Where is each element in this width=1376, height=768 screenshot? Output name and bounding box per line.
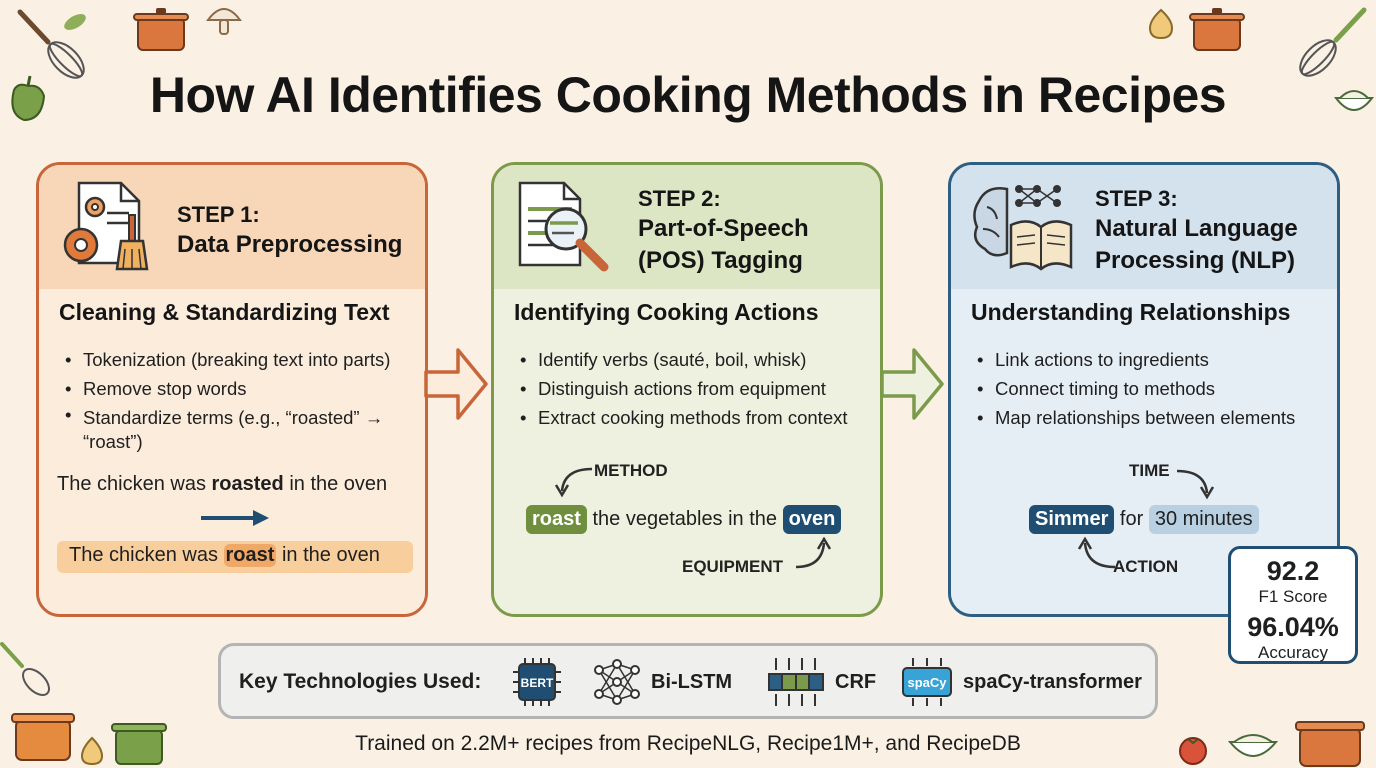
rice-bowl-icon <box>1333 90 1375 111</box>
list-item: Extract cooking methods from context <box>516 403 868 432</box>
step-2-name-line2: (POS) Tagging <box>638 247 803 274</box>
step-3-number: STEP 3: <box>1095 186 1178 211</box>
example-highlight: roasted <box>211 473 284 495</box>
list-item: Identify verbs (sauté, boil, whisk) <box>516 345 868 374</box>
step-1-bullets: Tokenization (breaking text into parts) … <box>61 345 413 454</box>
step-2-header: STEP 2: Part-of-Speech (POS) Tagging <box>494 165 880 289</box>
example-after: The chicken was roast in the oven <box>57 541 413 573</box>
noun-highlight: oven <box>782 505 842 534</box>
step-3-bullets: Link actions to ingredients Connect timi… <box>973 345 1325 432</box>
document-magnifier-icon <box>518 181 609 272</box>
example-text: in the oven <box>276 544 380 566</box>
page-title: How AI Identifies Cooking Methods in Rec… <box>149 67 1227 123</box>
tech-bert: BERT <box>511 656 563 708</box>
tag-equipment: EQUIPMENT <box>682 557 784 576</box>
whisk-icon <box>17 9 85 79</box>
neural-network-icon <box>594 659 640 705</box>
step-2-subtitle: Identifying Cooking Actions <box>514 299 819 325</box>
nlp-example-sentence: Simmer for 30 minutes <box>1029 505 1259 534</box>
tech-crf: CRF <box>767 656 876 708</box>
arrow-right-icon <box>201 510 269 526</box>
rice-bowl-icon <box>1227 734 1279 757</box>
example-text: the vegetables in the <box>586 508 783 530</box>
example-text: The chicken was <box>69 544 224 566</box>
arrow-step2-to-step3 <box>880 348 944 420</box>
whisk-icon <box>1299 7 1367 77</box>
tech-label-crf: CRF <box>835 670 877 693</box>
pot-icon <box>1295 721 1365 767</box>
tag-action: ACTION <box>1113 557 1179 576</box>
document-gear-icon <box>63 181 149 271</box>
step-1-subtitle: Cleaning & Standardizing Text <box>59 299 390 325</box>
garlic-icon <box>80 736 104 766</box>
tag-time: TIME <box>1129 461 1170 480</box>
accuracy-value: 96.04% <box>1247 612 1339 642</box>
step-1-header: STEP 1: Data Preprocessing <box>39 165 425 289</box>
pot-icon <box>133 8 189 51</box>
step-3-name-line1: Natural Language <box>1095 215 1298 242</box>
f1-score-label: F1 Score <box>1258 587 1328 606</box>
step-2-card: STEP 2: Part-of-Speech (POS) Tagging Ide… <box>491 162 883 617</box>
example-highlight: roast <box>223 544 277 567</box>
curved-arrow-icon <box>554 467 593 498</box>
step-2-bullets: Identify verbs (sauté, boil, whisk) Dist… <box>516 345 868 432</box>
list-item: Standardize terms (e.g., “roasted” → “ro… <box>61 403 413 454</box>
example-before: The chicken was roasted in the oven <box>57 473 387 496</box>
pepper-icon <box>11 75 46 122</box>
step-1-body: Cleaning & Standardizing Text Tokenizati… <box>39 289 425 614</box>
step-2-body: Identifying Cooking Actions Identify ver… <box>494 289 880 614</box>
step-3-name-line2: Processing (NLP) <box>1095 247 1296 274</box>
tech-label-spacy: spaCy-transformer <box>963 670 1142 693</box>
whisk-icon <box>0 642 50 696</box>
step-1-name: Data Preprocessing <box>177 231 403 258</box>
pot-icon <box>111 723 167 765</box>
action-highlight: Simmer <box>1029 505 1115 534</box>
pos-example-sentence: roast the vegetables in the oven <box>526 505 842 534</box>
crf-grid-icon <box>768 658 824 706</box>
curved-arrow-icon <box>1176 469 1215 500</box>
chip-icon: BERT <box>513 658 561 706</box>
tomato-icon <box>1179 737 1207 765</box>
step-1-card: STEP 1: Data Preprocessing Cleaning & St… <box>36 162 428 617</box>
list-item: Connect timing to methods <box>973 374 1325 403</box>
spacy-chip-icon: spaCy <box>902 658 952 706</box>
step-2-name-line1: Part-of-Speech <box>638 215 809 242</box>
bert-chip-text: BERT <box>521 676 554 690</box>
example-text: for <box>1114 508 1149 530</box>
key-technologies-bar: Key Technologies Used: BERT <box>218 643 1158 719</box>
key-technologies-label: Key Technologies Used: <box>239 670 482 693</box>
step-3-subtitle: Understanding Relationships <box>971 299 1291 325</box>
tech-label-bi-lstm: Bi-LSTM <box>651 670 733 693</box>
pot-icon <box>11 713 75 761</box>
list-item: Link actions to ingredients <box>973 345 1325 374</box>
step-1-number: STEP 1: <box>177 202 260 227</box>
accuracy-label: Accuracy <box>1258 643 1328 662</box>
f1-score-value: 92.2 <box>1266 556 1320 586</box>
example-text: in the oven <box>283 473 388 495</box>
list-item: Distinguish actions from equipment <box>516 374 868 403</box>
leaf-icon <box>64 14 86 30</box>
metrics-box: 92.2 F1 Score 96.04% Accuracy <box>1228 546 1358 664</box>
curved-arrow-icon <box>1077 537 1116 569</box>
pot-icon <box>1189 8 1245 51</box>
time-highlight: 30 minutes <box>1148 505 1259 534</box>
curved-arrow-icon <box>795 537 832 569</box>
list-item: Tokenization (breaking text into parts) <box>61 345 413 374</box>
tag-method: METHOD <box>594 461 668 480</box>
step-3-header: STEP 3: Natural Language Processing (NLP… <box>951 165 1337 289</box>
brain-network-book-icon <box>973 185 1073 271</box>
mushroom-icon <box>206 8 242 35</box>
tech-bi-lstm: Bi-LSTM <box>593 656 732 708</box>
spacy-chip-text: spaCy <box>907 675 947 690</box>
example-text: The chicken was <box>57 473 212 495</box>
step-2-number: STEP 2: <box>638 186 721 211</box>
list-item: Remove stop words <box>61 374 413 403</box>
garlic-icon <box>1148 8 1174 40</box>
footer-note: Trained on 2.2M+ recipes from RecipeNLG,… <box>355 732 1021 755</box>
list-item: Map relationships between elements <box>973 403 1325 432</box>
arrow-step1-to-step2 <box>424 348 488 420</box>
tech-spacy-transformer: spaCy spaCy-transformer <box>901 656 1142 708</box>
verb-highlight: roast <box>526 505 587 534</box>
